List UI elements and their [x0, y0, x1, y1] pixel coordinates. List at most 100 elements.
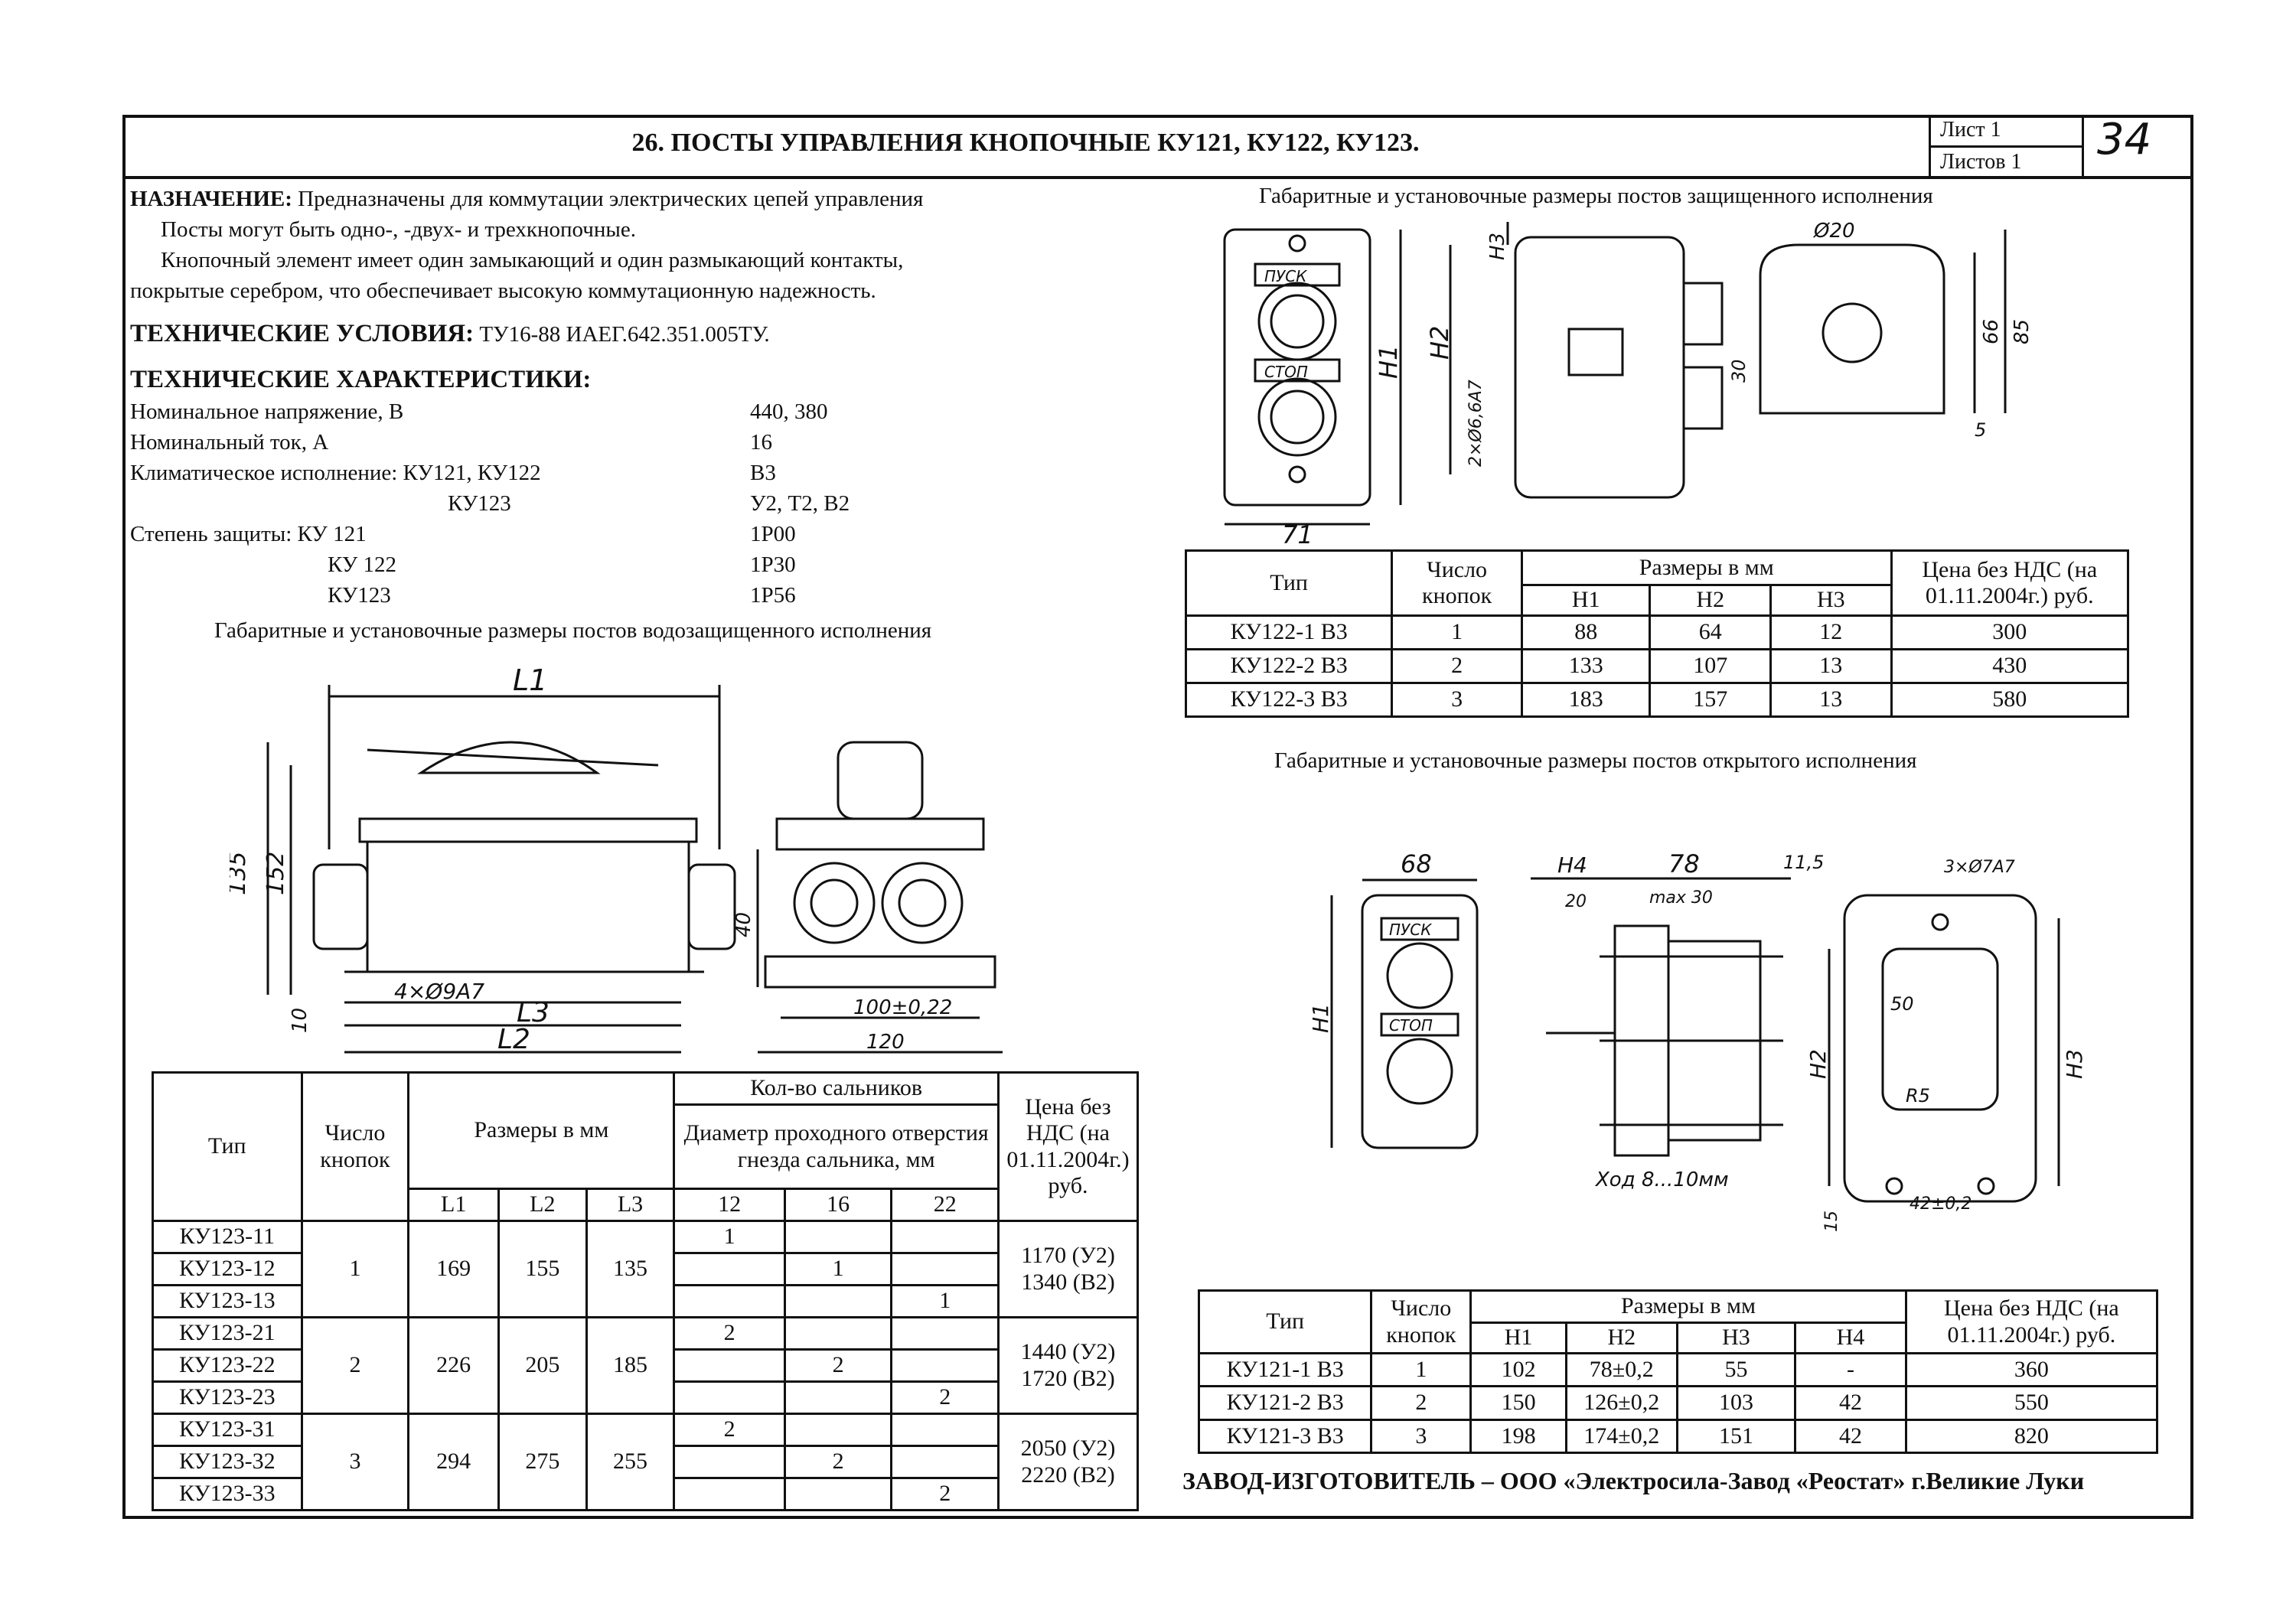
cell-g12 [673, 1252, 786, 1286]
cell-l2: 205 [497, 1316, 588, 1415]
d78-label: 78 [1668, 849, 1700, 878]
cell-buttons: 1 [1370, 1351, 1473, 1388]
holes-label: 3×Ø7A7 [1944, 858, 2015, 877]
side-body [1514, 236, 1685, 499]
d11-label: 11,5 [1783, 852, 1824, 873]
table-ku123: Тип Число кнопок Размеры в мм Кол-во сал… [152, 1071, 1139, 1511]
cell-h3: 12 [1769, 614, 1893, 650]
spec-value-5: 1Р30 [750, 552, 796, 577]
base-cutout [1881, 947, 1999, 1111]
d20-label: Ø20 [1813, 220, 1855, 243]
cell-type: КУ123-12 [152, 1252, 303, 1286]
cell-g16 [783, 1380, 893, 1415]
cell-h2: 78±0,2 [1564, 1351, 1678, 1388]
cell-h3: 13 [1769, 682, 1893, 718]
sheet-label: Лист 1 [1940, 118, 2001, 142]
caption-open: Габаритные и установочные размеры постов… [1274, 748, 1917, 773]
dim-h3-label: H3 [2062, 1049, 2087, 1079]
cell-price: 300 [1890, 614, 2130, 650]
cell-g12 [673, 1477, 786, 1511]
cell-l1: 226 [407, 1316, 500, 1415]
cell-h3: 13 [1769, 648, 1893, 684]
cell-type: КУ122-2 В3 [1184, 648, 1394, 684]
side-flange [775, 817, 985, 851]
cell-g16 [783, 1284, 893, 1318]
header-h3: H3 [1769, 584, 1893, 617]
cell-type: КУ123-21 [152, 1316, 303, 1351]
dim-h1-label: H1 [1374, 345, 1403, 379]
header-price: Цена без НДС (на 01.11.2004г.) руб. [1890, 549, 2130, 617]
side-gland-1-inner [810, 878, 859, 927]
table-row: КУ123-23 2 [152, 1380, 1138, 1415]
cell-price: 820 [1904, 1418, 2159, 1455]
cell-l2: 155 [497, 1220, 588, 1318]
cell-l3: 135 [585, 1220, 676, 1318]
header-l2: L2 [497, 1188, 588, 1222]
spec-name-5: КУ 122 [328, 552, 397, 577]
page-number-box [2082, 115, 2193, 179]
pusk-button-inner [1270, 294, 1325, 349]
cell-type: КУ122-1 В3 [1184, 614, 1394, 650]
price-v2: 1720 (В2) [1021, 1365, 1115, 1391]
tech-conditions: ТЕХНИЧЕСКИЕ УСЛОВИЯ: ТУ16-88 ИАЕГ.642.35… [130, 318, 770, 350]
header-h1: H1 [1469, 1322, 1567, 1354]
tech-conditions-label: ТЕХНИЧЕСКИЕ УСЛОВИЯ: [130, 320, 475, 347]
spec-name-0: Номинальное напряжение, В [130, 399, 404, 424]
price-u2: 1170 (У2) [1021, 1243, 1115, 1268]
table-row: КУ122-3 В3 3 183 157 13 580 [1184, 682, 2130, 718]
page-title: 26. ПОСТЫ УПРАВЛЕНИЯ КНОПОЧНЫЕ КУ121, КУ… [631, 129, 1420, 157]
stop-button-inner [1270, 389, 1325, 445]
spec-name-3: КУ123 [448, 491, 511, 516]
cell-buttons: 3 [1391, 682, 1523, 718]
cell-buttons: 3 [300, 1413, 410, 1511]
d42-label: 42±0,2 [1910, 1194, 1971, 1214]
pusk-plate [1380, 917, 1459, 941]
sheet-box: Лист 1 Листов 1 [1929, 115, 2084, 179]
table-ku121: Тип Число кнопок Размеры в мм Цена без Н… [1197, 1289, 2159, 1455]
spec-value-3: У2, Т2, В2 [750, 491, 850, 516]
spec-name-1: Номинальный ток, А [130, 430, 329, 455]
cell-g22: 2 [890, 1380, 1000, 1415]
header-buttons: Число кнопок [300, 1071, 410, 1222]
cell-g22 [890, 1316, 1000, 1351]
mount-hole-br [1977, 1177, 1995, 1195]
holes-label: 4×Ø9A7 [394, 979, 484, 1004]
cell-h2: 126±0,2 [1564, 1385, 1678, 1421]
dim-40-label: 40 [732, 912, 755, 937]
spec-name-4: Степень защиты: КУ 121 [130, 522, 367, 546]
purpose-line-2: Посты могут быть одно-, -двух- и трехкно… [161, 217, 636, 242]
dim-h1-label: H1 [1308, 1003, 1333, 1033]
page-number: 34 [2097, 115, 2152, 165]
ku121-drawing: 68 ПУСК СТОП H1 H4 78 11,5 20 max 30 Ход… [1308, 849, 2087, 1232]
sheets-label: Листов 1 [1940, 150, 2022, 174]
cell-l1: 294 [407, 1413, 500, 1511]
gland-right [687, 863, 736, 950]
cell-g16 [783, 1220, 893, 1254]
cell-buttons: 1 [300, 1220, 410, 1318]
cell-type: КУ122-3 В3 [1184, 682, 1394, 718]
cell-buttons: 1 [1391, 614, 1523, 650]
header-d16: 16 [783, 1188, 893, 1222]
d68-label: 68 [1401, 849, 1432, 878]
cell-price: 2050 (У2)2220 (В2) [997, 1413, 1139, 1511]
table-row: КУ123-21 2 226 205 185 2 1440 (У2)1720 (… [152, 1316, 1139, 1415]
header-dims: Размеры в мм [1520, 549, 1893, 586]
tech-conditions-value: ТУ16-88 ИАЕГ.642.351.005ТУ. [479, 322, 770, 347]
side-gland-2 [1682, 366, 1724, 430]
cell-g16 [783, 1413, 893, 1447]
max-label: max 30 [1649, 888, 1713, 908]
base-plate [1843, 894, 2037, 1203]
cell-type: КУ123-33 [152, 1477, 303, 1511]
side-window [1567, 328, 1624, 376]
d30-label: 30 [1728, 359, 1750, 383]
cell-l2: 275 [497, 1413, 588, 1511]
cell-buttons: 2 [1370, 1385, 1473, 1421]
dim-71-label: 71 [1282, 520, 1313, 543]
cell-g16 [783, 1477, 893, 1511]
spec-value-2: В3 [750, 461, 776, 485]
cell-g16 [783, 1316, 893, 1351]
pusk-plate [1254, 262, 1341, 287]
header-h4: H4 [1794, 1322, 1907, 1354]
purpose-label: НАЗНАЧЕНИЕ: [130, 187, 292, 211]
cell-g22: 1 [890, 1284, 1000, 1318]
